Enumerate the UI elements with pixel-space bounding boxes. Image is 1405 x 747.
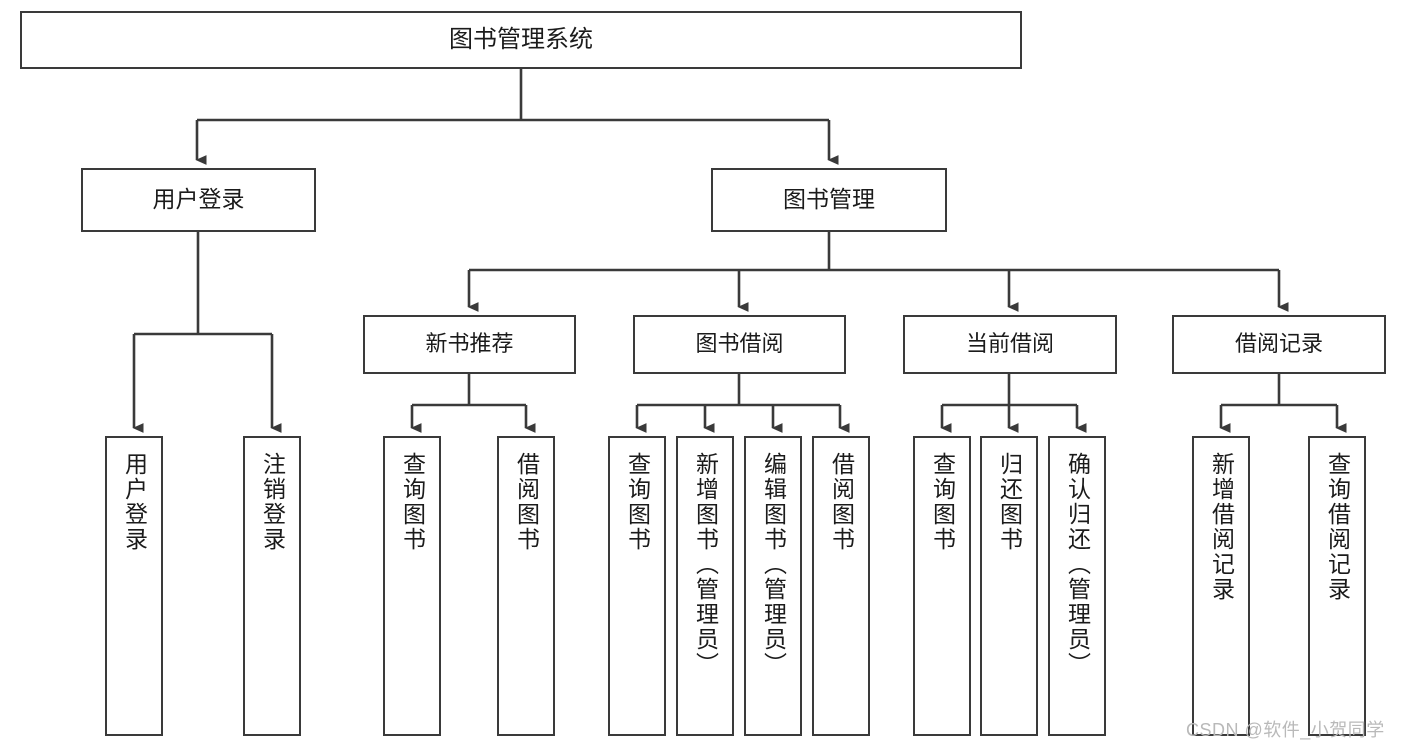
node-book-borrow[interactable]: 图书借阅 (633, 315, 846, 374)
leaf-label: 新增借阅记录 (1208, 452, 1235, 602)
leaf-label: 归还图书 (996, 452, 1023, 552)
node-current-borrow[interactable]: 当前借阅 (903, 315, 1117, 374)
leaf-confirm-return-admin[interactable]: 确认归还（管理员） (1048, 436, 1106, 736)
leaf-return-book[interactable]: 归还图书 (980, 436, 1038, 736)
leaf-label: 查询图书 (399, 452, 426, 552)
leaf-borrow-query-book[interactable]: 查询图书 (608, 436, 666, 736)
leaf-edit-book-admin[interactable]: 编辑图书（管理员） (744, 436, 802, 736)
leaf-user-login[interactable]: 用户登录 (105, 436, 163, 736)
leaf-label: 借阅图书 (828, 452, 855, 552)
leaf-label: 注销登录 (259, 452, 286, 552)
leaf-label: 新增图书（管理员） (692, 452, 719, 677)
node-label: 当前借阅 (965, 331, 1054, 357)
leaf-label: 查询图书 (624, 452, 651, 552)
leaf-label: 借阅图书 (513, 452, 540, 552)
node-label: 新书推荐 (425, 331, 514, 357)
leaf-label: 查询借阅记录 (1324, 452, 1351, 602)
node-root-system[interactable]: 图书管理系统 (20, 11, 1022, 69)
node-label: 用户登录 (152, 186, 245, 213)
leaf-new-book-borrow[interactable]: 借阅图书 (497, 436, 555, 736)
leaf-borrow-book[interactable]: 借阅图书 (812, 436, 870, 736)
node-label: 图书管理系统 (449, 25, 593, 53)
leaf-label: 用户登录 (121, 452, 148, 552)
leaf-user-logout[interactable]: 注销登录 (243, 436, 301, 736)
leaf-current-query-book[interactable]: 查询图书 (913, 436, 971, 736)
node-new-book-recommend[interactable]: 新书推荐 (363, 315, 576, 374)
node-label: 图书借阅 (695, 331, 784, 357)
leaf-label: 确认归还（管理员） (1064, 452, 1091, 677)
node-book-management[interactable]: 图书管理 (711, 168, 947, 232)
node-label: 图书管理 (783, 186, 875, 213)
leaf-label: 编辑图书（管理员） (760, 452, 787, 677)
node-user-login[interactable]: 用户登录 (81, 168, 316, 232)
watermark-text: CSDN @软件_小贺同学 (1186, 720, 1385, 740)
node-label: 借阅记录 (1234, 331, 1323, 357)
leaf-query-borrow-record[interactable]: 查询借阅记录 (1308, 436, 1366, 736)
node-borrow-record[interactable]: 借阅记录 (1172, 315, 1386, 374)
leaf-label: 查询图书 (929, 452, 956, 552)
leaf-add-borrow-record[interactable]: 新增借阅记录 (1192, 436, 1250, 736)
leaf-new-book-query[interactable]: 查询图书 (383, 436, 441, 736)
leaf-add-book-admin[interactable]: 新增图书（管理员） (676, 436, 734, 736)
